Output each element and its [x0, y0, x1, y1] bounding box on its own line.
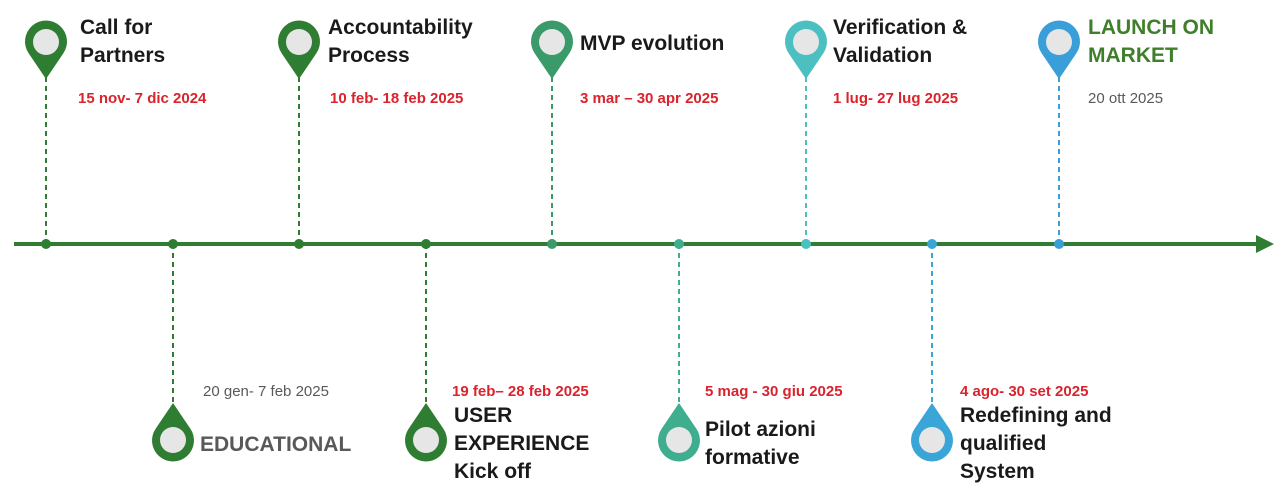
milestone-date-user-experience: 19 feb– 28 feb 2025 [452, 383, 589, 400]
axis-dot-redefining-system [927, 239, 937, 249]
axis-dot-pilot-azioni [674, 239, 684, 249]
milestone-label-launch-on-market: LAUNCH ON MARKET [1088, 16, 1214, 67]
milestone-date-mvp-evolution: 3 mar – 30 apr 2025 [580, 90, 719, 107]
milestone-label-pilot-azioni: Pilot azioni formative [705, 418, 816, 469]
milestone-date-accountability-process: 10 feb- 18 feb 2025 [330, 90, 464, 107]
milestone-date-call-for-partners: 15 nov- 7 dic 2024 [78, 90, 207, 107]
milestone-date-redefining-system: 4 ago- 30 set 2025 [960, 383, 1089, 400]
milestone-label-accountability-process: Accountability Process [328, 16, 473, 67]
axis-dot-call-for-partners [41, 239, 51, 249]
axis-dot-verification-validation [801, 239, 811, 249]
axis-dot-accountability-process [294, 239, 304, 249]
pin-inner-circle-mvp-evolution [539, 29, 565, 55]
milestone-label-redefining-system: Redefining and qualified System [960, 404, 1112, 483]
pin-inner-circle-educational [160, 427, 186, 453]
axis-dot-educational [168, 239, 178, 249]
pin-inner-circle-pilot-azioni [666, 427, 692, 453]
pin-inner-circle-accountability-process [286, 29, 312, 55]
pin-inner-circle-verification-validation [793, 29, 819, 55]
milestone-date-pilot-azioni: 5 mag - 30 giu 2025 [705, 383, 843, 400]
milestone-label-user-experience: USER EXPERIENCE Kick off [454, 404, 590, 483]
axis-dot-launch-on-market [1054, 239, 1064, 249]
pin-inner-circle-user-experience [413, 427, 439, 453]
milestone-date-launch-on-market: 20 ott 2025 [1088, 90, 1164, 107]
axis-dot-mvp-evolution [547, 239, 557, 249]
milestone-label-verification-validation: Verification & Validation [833, 16, 968, 67]
axis-arrow-icon [1256, 235, 1274, 253]
pin-inner-circle-launch-on-market [1046, 29, 1072, 55]
milestone-date-verification-validation: 1 lug- 27 lug 2025 [833, 90, 959, 107]
milestone-label-mvp-evolution: MVP evolution [580, 32, 725, 55]
milestone-label-educational: EDUCATIONAL [200, 433, 352, 456]
milestone-date-educational: 20 gen- 7 feb 2025 [203, 383, 329, 400]
pin-inner-circle-call-for-partners [33, 29, 59, 55]
pin-inner-circle-redefining-system [919, 427, 945, 453]
milestone-label-call-for-partners: Call for Partners [80, 16, 166, 67]
axis-dot-user-experience [421, 239, 431, 249]
